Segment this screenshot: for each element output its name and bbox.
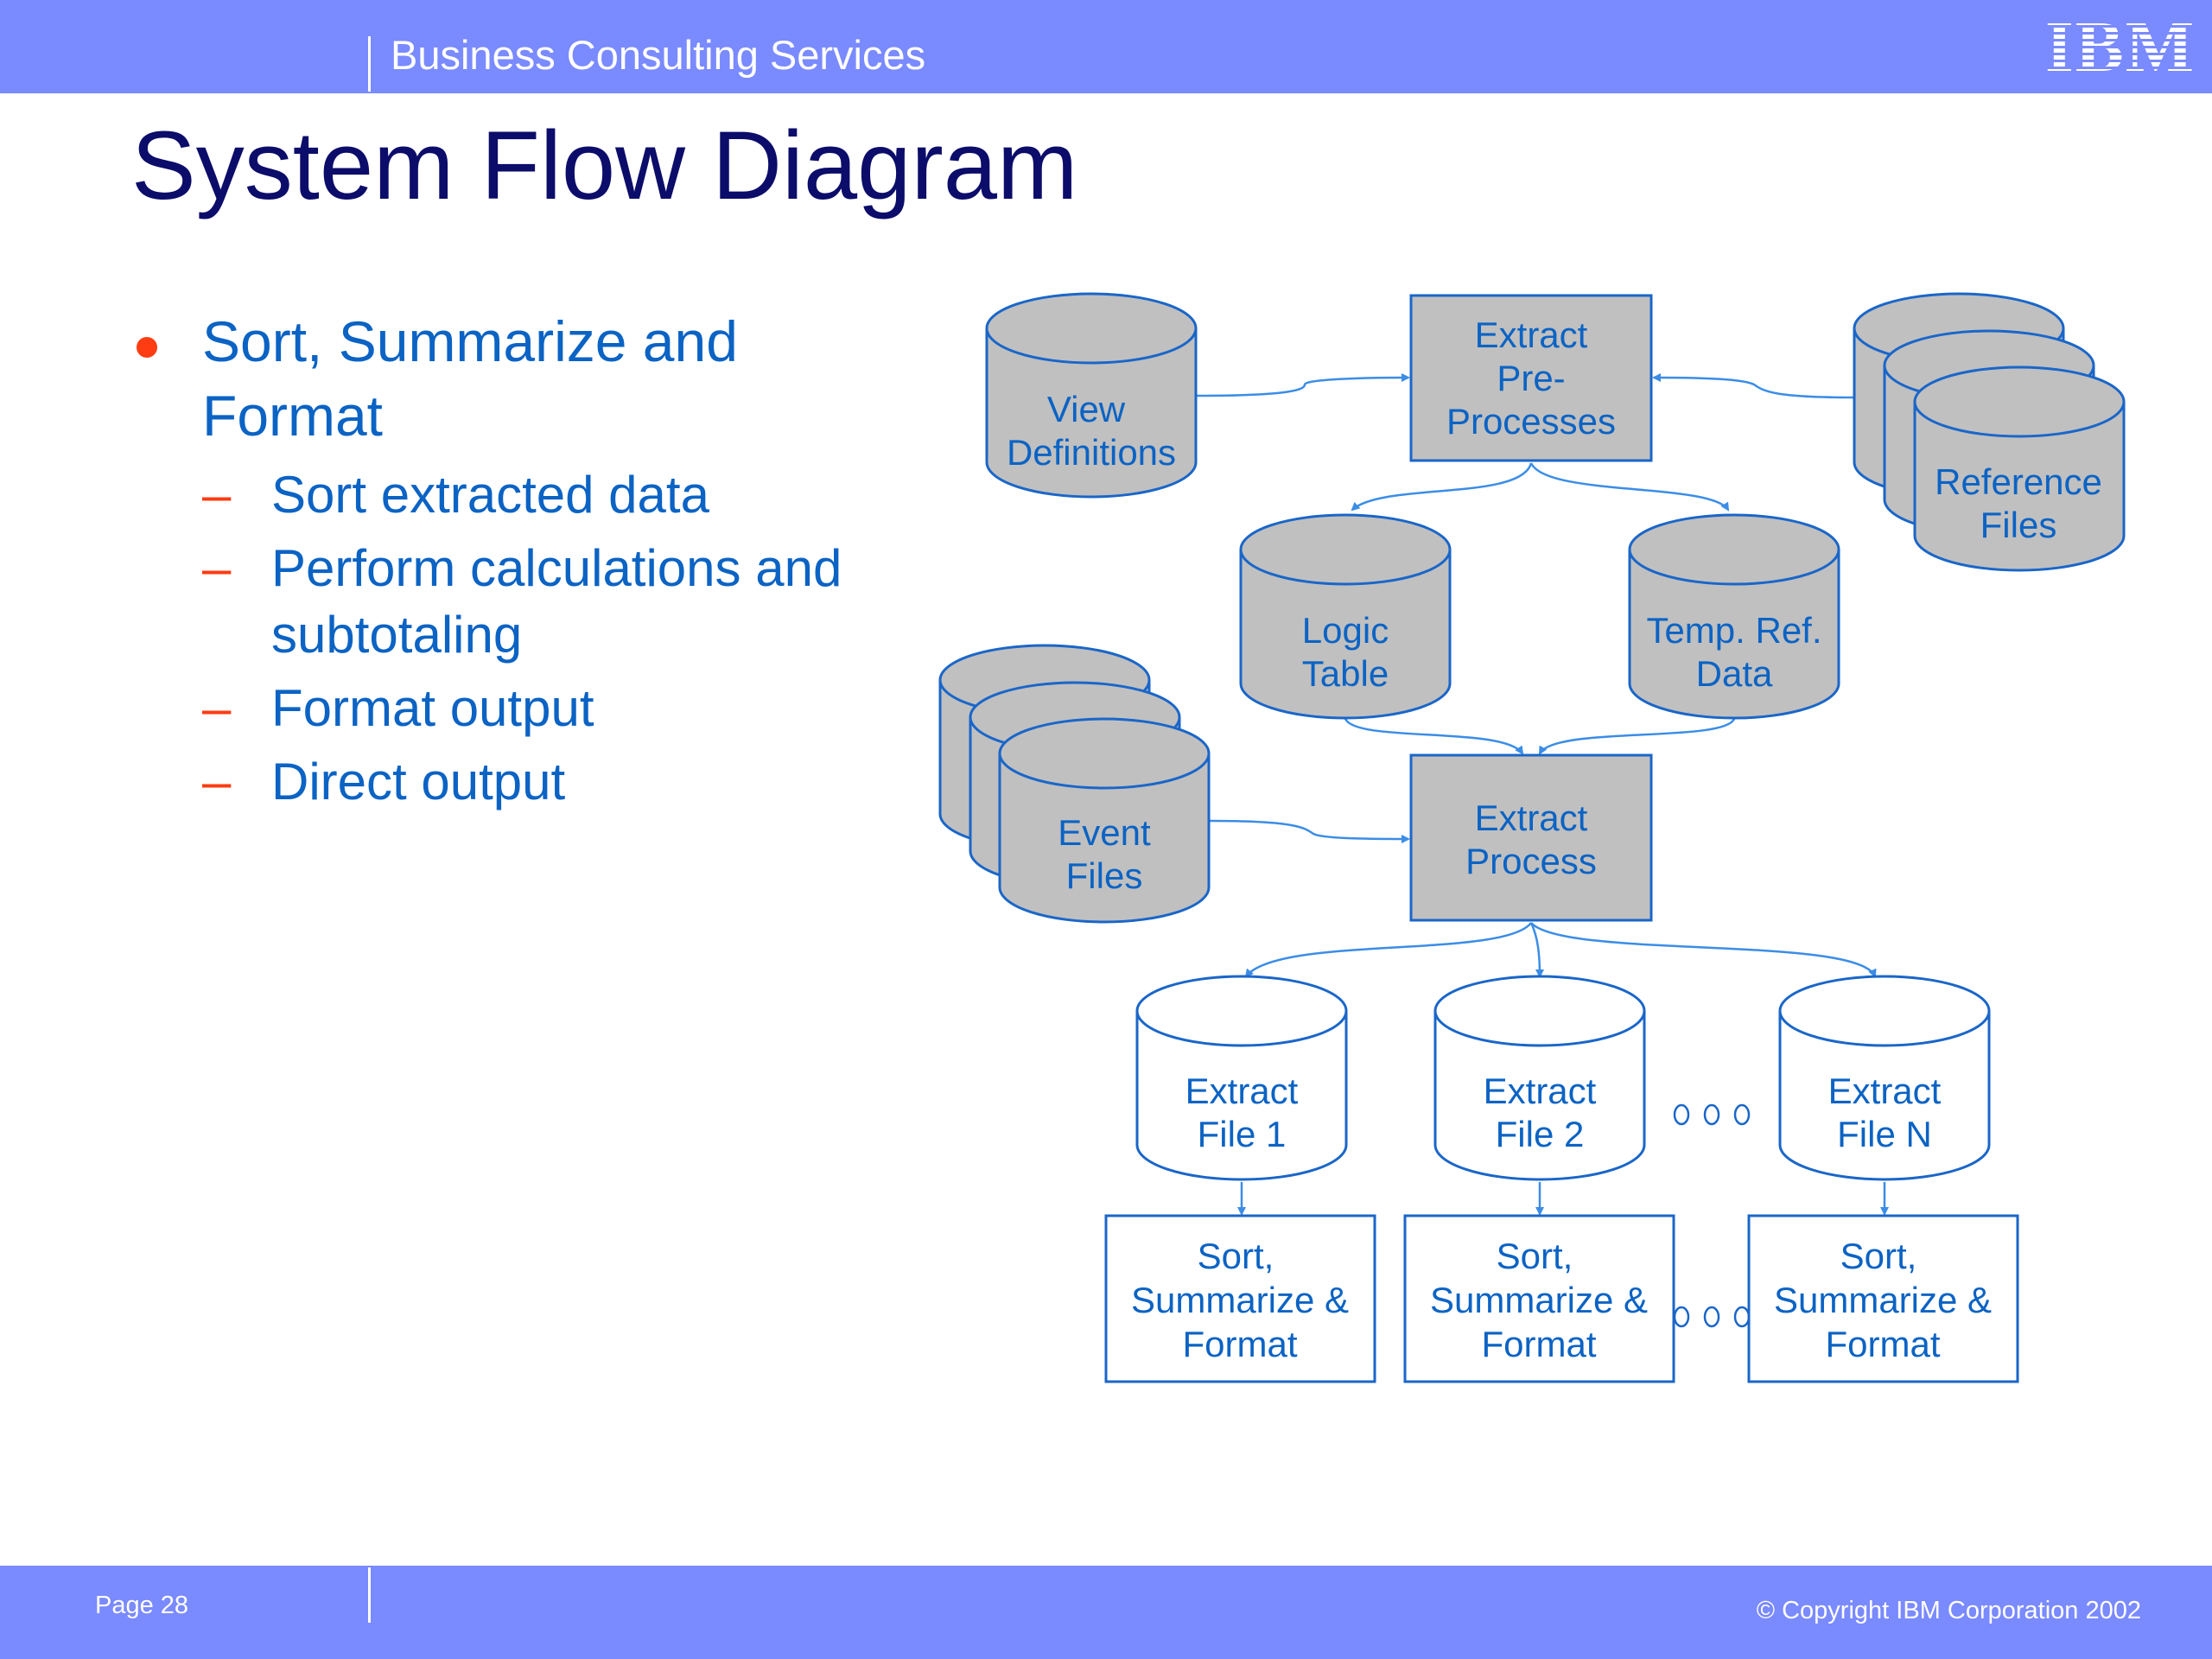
arrow-view-to-preprocess bbox=[1196, 373, 1410, 397]
copyright-notice: © Copyright IBM Corporation 2002 bbox=[1756, 1597, 2141, 1624]
ellipsis-sorts bbox=[1673, 1306, 1751, 1328]
logic-table-node: Logic Table bbox=[1239, 513, 1452, 720]
extract-file-1-label-2: File 1 bbox=[1198, 1114, 1287, 1154]
footer-divider bbox=[368, 1567, 371, 1623]
sort-n-label-2: Summarize & bbox=[1774, 1280, 1992, 1320]
page-title: System Flow Diagram bbox=[131, 111, 1078, 219]
extract-file-2-label-1: Extract bbox=[1484, 1071, 1597, 1111]
header-divider bbox=[368, 36, 371, 92]
sort-1-label-2: Summarize & bbox=[1131, 1280, 1349, 1320]
header-bar: Business Consulting Services IBM bbox=[0, 0, 2212, 93]
sort-summarize-format-2-node: Sort, Summarize & Format bbox=[1403, 1214, 1675, 1383]
sort-1-label-3: Format bbox=[1182, 1324, 1297, 1364]
bullet-main: Sort, Summarize and Format bbox=[130, 304, 907, 453]
extract-file-n-node: Extract File N bbox=[1778, 975, 1991, 1181]
sub-bullet: –Sort extracted data bbox=[130, 461, 907, 528]
sort-2-label-2: Summarize & bbox=[1430, 1280, 1648, 1320]
extract-file-1-node: Extract File 1 bbox=[1135, 975, 1348, 1181]
ibm-logo-text: IBM bbox=[2046, 14, 2195, 74]
logic-table-label-1: Logic bbox=[1302, 610, 1389, 651]
event-files-label-2: Files bbox=[1066, 855, 1143, 896]
extract-preprocesses-node: Extract Pre- Processes bbox=[1409, 294, 1653, 462]
footer-bar: Page 28 © Copyright IBM Corporation 2002 bbox=[0, 1566, 2212, 1659]
event-files-node: Event Files bbox=[938, 644, 1211, 924]
sort-n-label-1: Sort, bbox=[1840, 1236, 1917, 1276]
sort-n-label-3: Format bbox=[1825, 1324, 1940, 1364]
reference-files-node: Reference Files bbox=[1853, 292, 2126, 572]
arrow-event-to-extract bbox=[1209, 819, 1410, 843]
extract-file-2-label-2: File 2 bbox=[1496, 1114, 1585, 1154]
dash-marker: – bbox=[202, 539, 232, 597]
temp-ref-data-label-1: Temp. Ref. bbox=[1646, 610, 1821, 651]
sort-summarize-format-1-node: Sort, Summarize & Format bbox=[1104, 1214, 1376, 1383]
reference-files-label-2: Files bbox=[1980, 505, 2057, 545]
bullet-list: Sort, Summarize and Format –Sort extract… bbox=[130, 304, 907, 822]
view-definitions-label-1: View bbox=[1047, 389, 1126, 429]
sub-bullet: –Direct output bbox=[130, 748, 907, 815]
extract-process-label-2: Process bbox=[1465, 841, 1597, 881]
sort-2-label-3: Format bbox=[1481, 1324, 1596, 1364]
dash-marker: – bbox=[202, 753, 232, 810]
sub-bullet: –Perform calculations and subtotaling bbox=[130, 535, 907, 668]
sort-2-label-1: Sort, bbox=[1497, 1236, 1573, 1276]
sub-bullet-list: –Sort extracted data –Perform calculatio… bbox=[130, 461, 907, 815]
event-files-label-1: Event bbox=[1058, 812, 1151, 853]
arrow-reference-to-preprocess bbox=[1652, 373, 1854, 399]
extract-file-2-node: Extract File 2 bbox=[1433, 975, 1646, 1181]
temp-ref-data-label-2: Data bbox=[1696, 653, 1773, 694]
page-number: Page 28 bbox=[95, 1592, 189, 1619]
extract-preprocesses-label-3: Processes bbox=[1446, 401, 1616, 442]
arrow-extract-to-file2 bbox=[1529, 922, 1544, 978]
extract-file-n-label-1: Extract bbox=[1828, 1071, 1942, 1111]
temp-ref-data-node: Temp. Ref. Data bbox=[1628, 513, 1840, 720]
ibm-logo: IBM bbox=[2046, 14, 2195, 74]
sort-1-label-1: Sort, bbox=[1198, 1236, 1274, 1276]
ellipsis-files bbox=[1673, 1103, 1751, 1126]
view-definitions-label-2: Definitions bbox=[1007, 432, 1176, 473]
extract-process-node: Extract Process bbox=[1409, 753, 1653, 922]
sub-bullet: –Format output bbox=[130, 675, 907, 741]
sort-summarize-format-n-node: Sort, Summarize & Format bbox=[1747, 1214, 2019, 1383]
arrow-temp-to-extract bbox=[1538, 718, 1736, 755]
arrow-extract-to-filen bbox=[1530, 922, 1877, 978]
extract-process-label-1: Extract bbox=[1475, 798, 1588, 838]
extract-preprocesses-label-2: Pre- bbox=[1497, 358, 1565, 398]
reference-files-label-1: Reference bbox=[1935, 461, 2102, 502]
connectors bbox=[1196, 373, 1889, 1216]
extract-file-n-label-2: File N bbox=[1837, 1114, 1932, 1154]
extract-file-1-label-1: Extract bbox=[1185, 1071, 1299, 1111]
arrow-preprocess-to-temp bbox=[1529, 462, 1730, 512]
arrow-extract-to-file1 bbox=[1244, 922, 1532, 978]
view-definitions-node: View Definitions bbox=[985, 292, 1198, 499]
arrow-preprocess-to-logic bbox=[1351, 462, 1533, 512]
extract-preprocesses-label-1: Extract bbox=[1475, 315, 1588, 355]
dash-marker: – bbox=[202, 679, 232, 737]
logic-table-label-2: Table bbox=[1302, 653, 1389, 694]
header-brand: Business Consulting Services bbox=[391, 32, 926, 78]
dash-marker: – bbox=[202, 466, 232, 524]
arrow-logic-to-extract bbox=[1344, 718, 1524, 755]
